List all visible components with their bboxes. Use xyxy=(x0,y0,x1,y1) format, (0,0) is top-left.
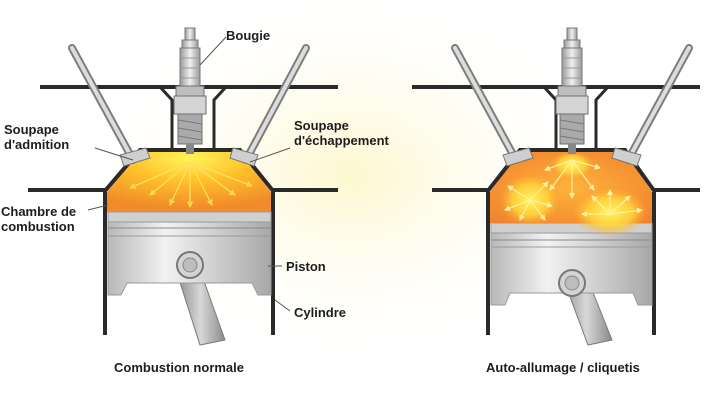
exhaust-valve-2 xyxy=(611,44,693,167)
piston-2 xyxy=(490,222,653,306)
label-spark-plug: Bougie xyxy=(226,28,271,43)
leader-lines-left xyxy=(87,36,291,312)
label-exhaust-valve: Soupape d'échappement xyxy=(294,118,389,148)
label-intake-valve: Soupape d'admition xyxy=(4,122,70,152)
label-piston: Piston xyxy=(286,259,326,274)
exhaust-valve xyxy=(229,44,310,167)
intake-valve-2 xyxy=(451,44,534,167)
flame-arrows xyxy=(129,161,254,209)
piston xyxy=(107,211,272,296)
caption-normal-combustion: Combustion normale xyxy=(114,360,245,375)
spark-plug xyxy=(173,27,207,154)
knock-arrows xyxy=(504,159,643,221)
engine-knock xyxy=(412,27,700,346)
intake-valve xyxy=(68,44,151,167)
flame-normal xyxy=(107,152,271,212)
label-combustion-chamber: Chambre de combustion xyxy=(1,204,77,234)
caption-knock: Auto-allumage / cliquetis xyxy=(486,360,640,375)
label-cylinder: Cylindre xyxy=(294,305,347,320)
plug-well xyxy=(158,85,228,150)
engine-normal xyxy=(28,27,338,346)
spark-plug-2 xyxy=(555,27,589,154)
